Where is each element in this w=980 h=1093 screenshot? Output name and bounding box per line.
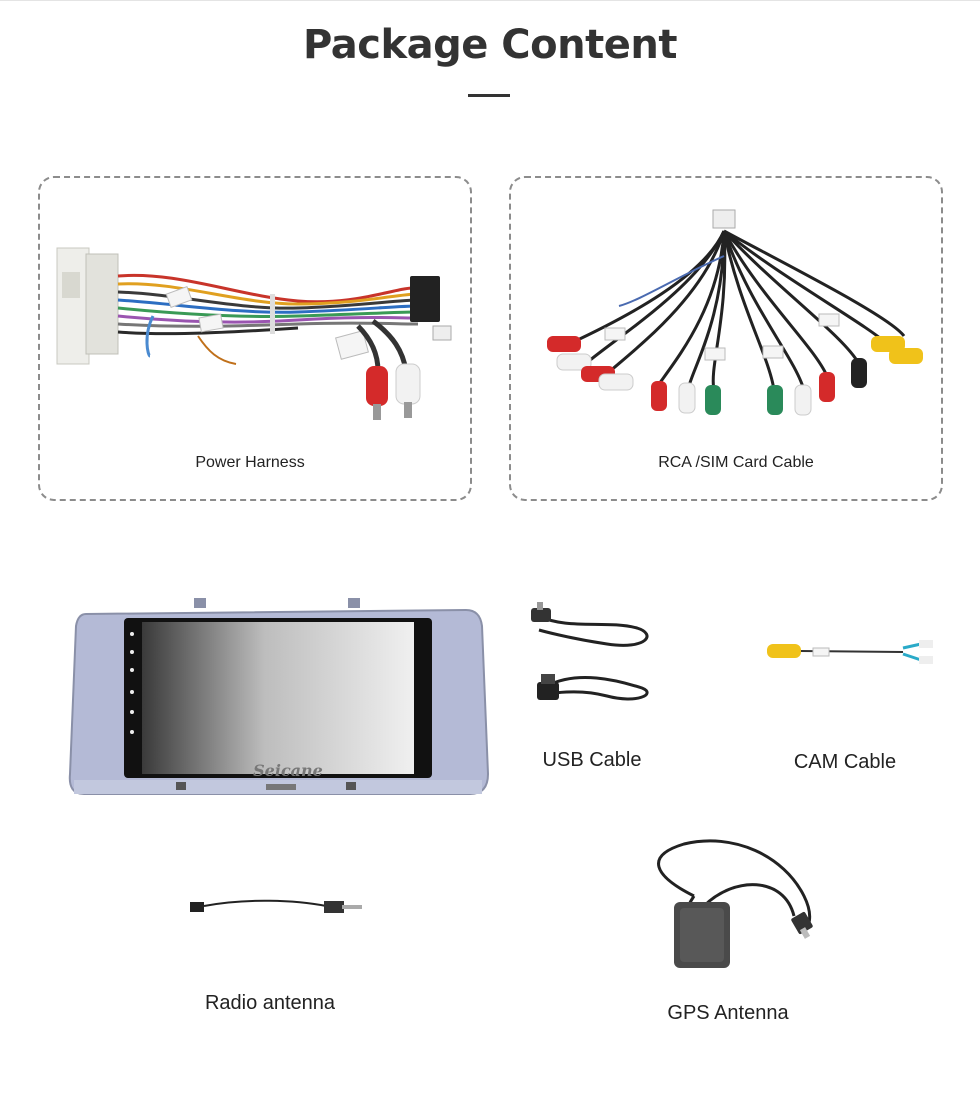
rca-sim-cable-image — [547, 209, 923, 416]
page-title: Package Content — [303, 22, 677, 68]
title-underline — [468, 94, 510, 97]
cam-cable-label: CAM Cable — [793, 751, 897, 773]
radio-antenna-label: Radio antenna — [204, 992, 336, 1014]
top-divider — [0, 0, 980, 1]
radio-antenna-image — [190, 899, 362, 913]
usb-cable-label: USB Cable — [542, 749, 642, 771]
head-unit-brand: Seicane — [253, 761, 323, 780]
head-unit-image — [68, 598, 490, 795]
power-harness-label: Power Harness — [195, 454, 305, 471]
rca-sim-cable-label: RCA /SIM Card Cable — [658, 454, 814, 471]
gps-antenna-image — [657, 839, 813, 968]
gps-antenna-label: GPS Antenna — [667, 1002, 789, 1024]
power-harness-image — [56, 247, 452, 420]
cam-cable-image — [767, 640, 933, 664]
usb-cable-image — [531, 602, 649, 701]
